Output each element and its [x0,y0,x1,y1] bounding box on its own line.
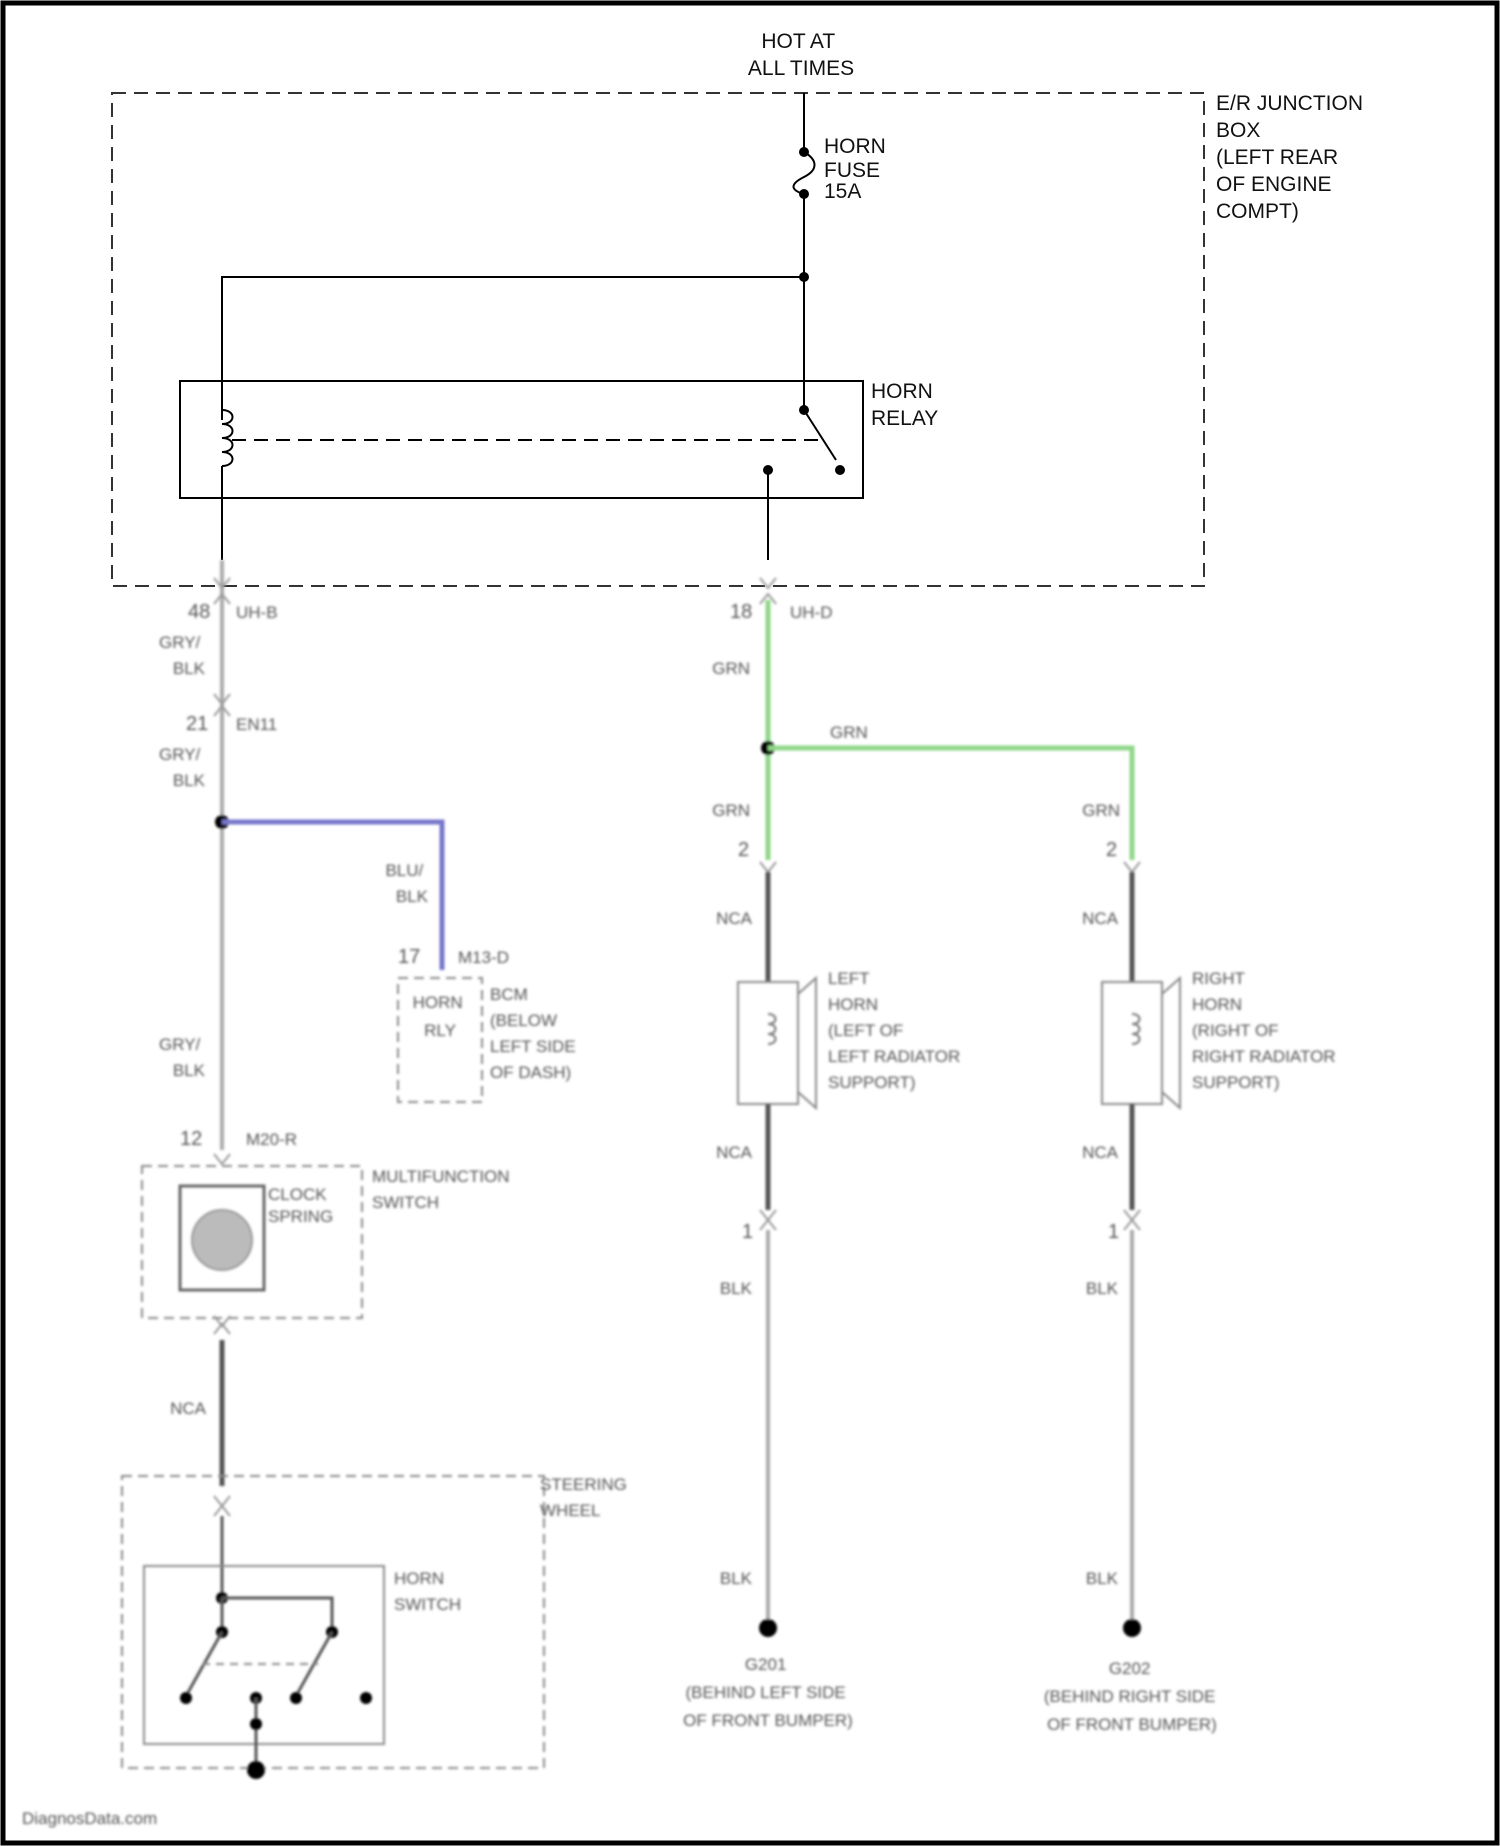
multifunction-switch-label: MULTIFUNCTION SWITCH [372,1167,514,1212]
junction-box-label: E/R JUNCTION BOX (LEFT REAR OF ENGINE CO… [1216,92,1369,223]
coil-feed-wire [222,277,804,420]
wire-label-gry-blk-1: GRY/ BLK [159,633,206,678]
uhd-pin: 18 [730,601,752,623]
ms-connector: M20-R [246,1130,297,1149]
bcm-module-label: HORN RLY [413,993,468,1040]
top-section: HOT AT ALL TIMES E/R JUNCTION BOX (LEFT … [112,30,1369,586]
green-branch-wire [768,748,1132,860]
horn-switch-box [144,1566,384,1744]
right-horn-bell [1162,978,1180,1108]
left-ground-icon [759,1619,777,1637]
right-horn-label: RIGHT HORN (RIGHT OF RIGHT RADIATOR SUPP… [1192,969,1340,1092]
horn-switch-ground-dot [250,1718,262,1730]
wire-label-blu-blk: BLU/ BLK [385,861,428,906]
clock-spring-icon [192,1210,252,1270]
bcm-pin: 17 [398,946,420,968]
wire-label-blk-right-2: BLK [1086,1569,1119,1588]
relay-coil-symbol [222,410,233,466]
right-circuit: 18 UH-D GRN GRN GRN GRN 2 2 NCA LEFT HOR… [683,578,1340,1734]
steering-ground-icon [247,1761,265,1779]
wire-label-nca-left: NCA [170,1399,207,1418]
uhb-pin: 48 [188,601,210,623]
uhd-connector: UH-D [790,603,833,622]
right-horn-coil-icon [1132,1014,1140,1044]
wire-label-grn-branch: GRN [830,723,868,742]
relay-switch-arm [804,410,836,460]
right-horn-connector-bottom [1124,1210,1140,1230]
horn-fuse-label: HORN FUSE 15A [824,135,892,203]
left-horn-coil-icon [768,1014,776,1044]
junction-box-outline [112,93,1204,586]
en11-connector: EN11 [236,715,277,734]
lower-section: 48 UH-B GRY/ BLK 21 EN11 GRY/ BLK BLU/ B… [22,560,1340,1828]
horn-switch-label: HORN SWITCH [394,1569,461,1614]
steering-wheel-label: STEERING WHEEL [540,1475,632,1520]
right-horn-connector-top [1124,862,1140,872]
wire-label-blk-right-1: BLK [1086,1279,1119,1298]
wire-label-nca-right-horn-bottom: NCA [1082,1143,1119,1162]
horn-switch-contact-e [290,1692,302,1704]
horn-switch-bus [222,1598,332,1632]
wire-label-grn-main: GRN [712,659,750,678]
left-horn-pin-bottom: 1 [742,1221,753,1243]
connector-steering-symbol [214,1496,230,1516]
relay-no-contact [835,465,845,475]
wire-label-nca-left-horn-top: NCA [716,909,753,928]
wire-label-gry-blk-2: GRY/ BLK [159,745,206,790]
right-horn-pin-top: 2 [1106,839,1117,861]
left-circuit: 48 UH-B GRY/ BLK 21 EN11 GRY/ BLK BLU/ B… [122,560,632,1779]
left-horn-bell [798,978,816,1108]
left-horn-connector-top [760,862,776,872]
left-ground-label: G201 (BEHIND LEFT SIDE OF FRONT BUMPER) [683,1655,853,1730]
clock-spring-label: CLOCK SPRING [268,1185,333,1226]
uhb-connector: UH-B [236,603,278,622]
horn-switch-contact-f [360,1692,372,1704]
wire-label-gry-blk-3: GRY/ BLK [159,1035,206,1080]
horn-switch-contact-c [180,1692,192,1704]
left-horn-pin-top: 2 [738,839,749,861]
en11-pin: 21 [186,713,208,735]
left-horn-label: LEFT HORN (LEFT OF LEFT RADIATOR SUPPORT… [828,969,965,1092]
bcm-connector: M13-D [458,948,509,967]
right-ground-icon [1123,1619,1141,1637]
left-horn-connector-bottom [760,1210,776,1230]
wire-label-nca-right-horn-top: NCA [1082,909,1119,928]
wire-label-grn-left: GRN [712,801,750,820]
wire-label-grn-right: GRN [1082,801,1120,820]
fuse-symbol [794,152,815,194]
horn-relay-label: HORN RELAY [871,380,939,430]
right-horn-pin-bottom: 1 [1108,1221,1119,1243]
watermark: DiagnosData.com [22,1809,157,1828]
ms-pin: 12 [180,1128,202,1150]
wire-label-nca-left-horn-bottom: NCA [716,1143,753,1162]
bcm-location-label: BCM (BELOW LEFT SIDE OF DASH) [490,985,580,1082]
right-ground-label: G202 (BEHIND RIGHT SIDE OF FRONT BUMPER) [1044,1659,1220,1734]
connector-m20r-symbol [214,1154,230,1164]
wire-label-blk-left-2: BLK [720,1569,753,1588]
hot-at-all-times-label: HOT AT ALL TIMES [748,30,854,80]
wire-label-blk-left-1: BLK [720,1279,753,1298]
